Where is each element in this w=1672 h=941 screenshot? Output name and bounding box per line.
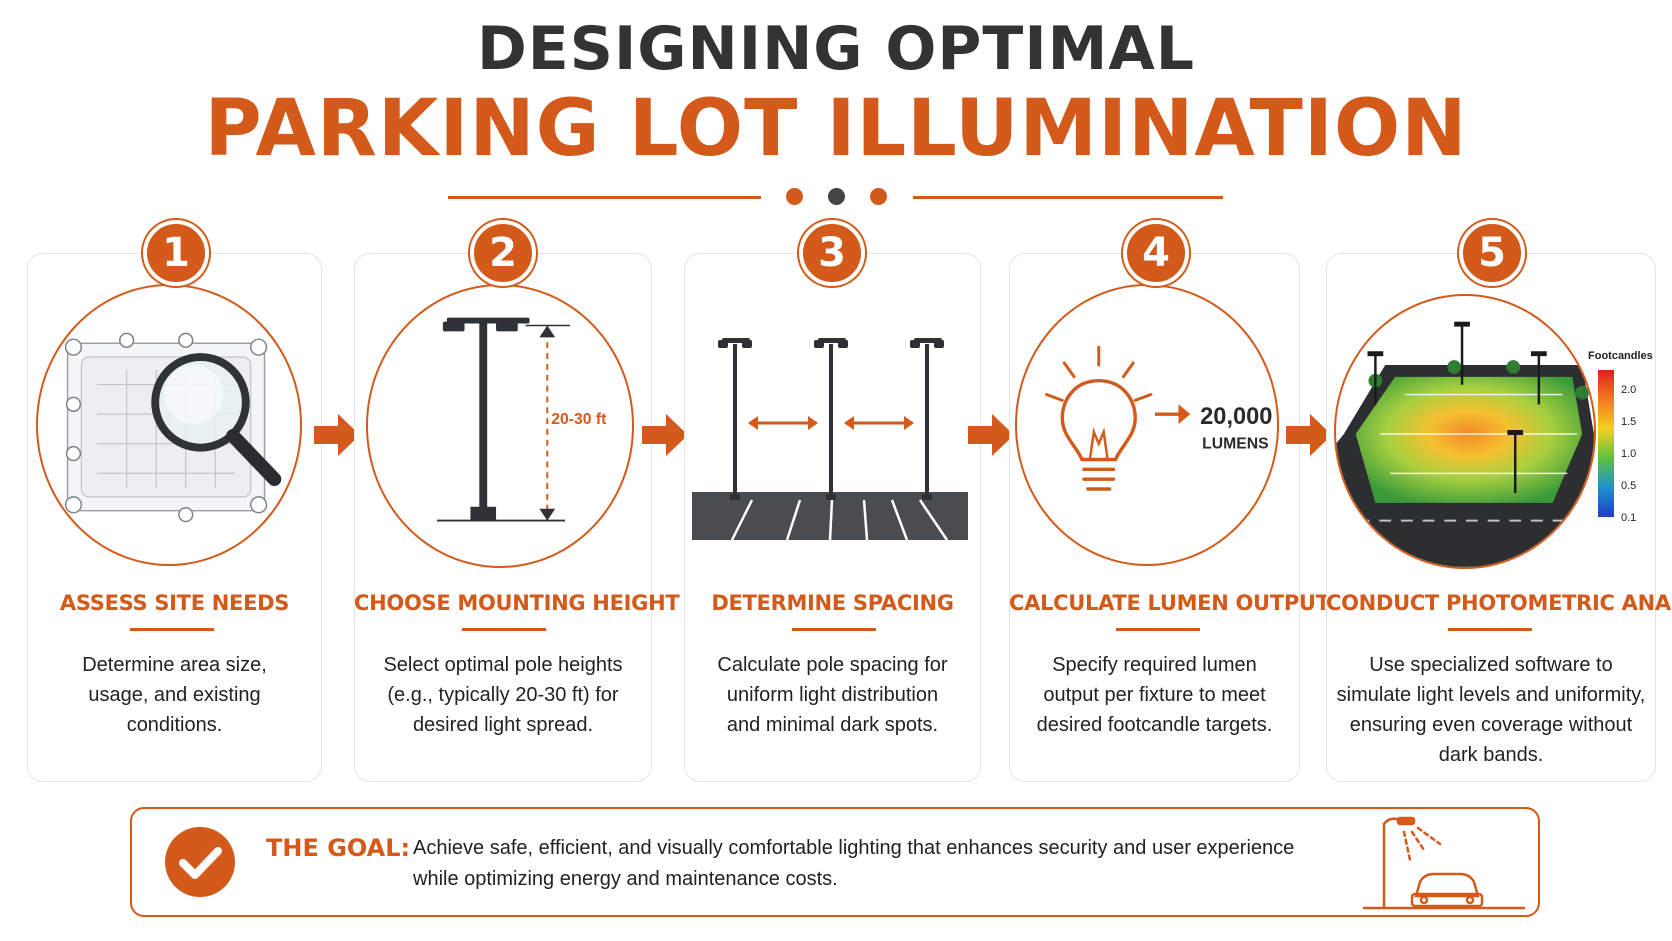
heatmap-lot-icon: [1336, 321, 1594, 567]
step-1-title-underline: [130, 628, 214, 631]
legend-tick: 1.5: [1621, 416, 1637, 428]
page-title-top: DESIGNING OPTIMAL: [476, 14, 1196, 84]
step-2-description-line: Select optimal pole heights: [383, 654, 623, 676]
step-1-number-badge: 1: [143, 220, 209, 286]
step-4-title-underline: [1116, 628, 1200, 631]
flow-arrow-icon: [314, 414, 360, 456]
legend-ticks: 2.0 1.5 1.0 0.5 0.1: [1621, 374, 1636, 534]
goal-text: Achieve safe, efficient, and visually co…: [413, 833, 1353, 895]
legend-tick: 0.1: [1621, 512, 1637, 524]
legend-tick: 1.0: [1621, 448, 1637, 460]
legend-tick: 0.5: [1621, 480, 1637, 492]
goal-box: [130, 807, 1540, 917]
pole-spacing-icon: [692, 338, 968, 541]
step-5-description-line: Use specialized software to: [1369, 654, 1613, 676]
goal-text-line: while optimizing energy and maintenance …: [413, 868, 838, 890]
goal-text-line: Achieve safe, efficient, and visually co…: [413, 837, 1295, 859]
page-title-main: PARKING LOT ILLUMINATION: [204, 84, 1468, 174]
step-4-title: CALCULATE LUMEN OUTPUT: [1009, 591, 1330, 615]
legend-title: Footcandles: [1588, 350, 1653, 362]
lumen-unit: LUMENS: [1202, 436, 1269, 453]
step-5-title: CONDUCT PHOTOMETRIC ANALYSIS: [1326, 591, 1672, 615]
step-1-description-line: Determine area size,: [82, 654, 267, 676]
step-5-description-line: simulate light levels and uniformity,: [1336, 684, 1646, 706]
step-1-description-line: usage, and existing: [88, 684, 261, 706]
step-2-description-line: desired light spread.: [412, 714, 594, 736]
step-3-description-line: Calculate pole spacing for: [717, 654, 948, 676]
footcandle-color-scale: [1598, 370, 1614, 517]
step-3-number-badge: 3: [799, 220, 865, 286]
step-1-description: Determine area size, usage, and existing…: [27, 650, 322, 740]
step-4-description-line: desired footcandle targets.: [1036, 714, 1273, 736]
title-divider-left: [448, 196, 761, 199]
step-4-illustration: 20,000 LUMENS: [1015, 284, 1279, 566]
step-2-title: CHOOSE MOUNTING HEIGHT: [354, 591, 680, 615]
step-5-title-underline: [1448, 628, 1532, 631]
step-3-description-line: uniform light distribution: [726, 684, 939, 706]
step-3-description: Calculate pole spacing for uniform light…: [684, 650, 981, 740]
checkmark-icon: [165, 827, 235, 897]
step-1-title: ASSESS SITE NEEDS: [59, 591, 290, 615]
lumen-value: 20,000: [1200, 404, 1272, 430]
step-2-description: Select optimal pole heights (e.g., typic…: [354, 650, 652, 740]
flow-arrow-icon: [1286, 414, 1332, 456]
legend-tick: 2.0: [1621, 384, 1637, 396]
divider-dot-3: [870, 188, 887, 205]
step-2-number-badge: 2: [470, 220, 536, 286]
title-divider-right: [913, 196, 1223, 199]
step-2-description-line: (e.g., typically 20-30 ft) for: [387, 684, 619, 706]
step-4-description: Specify required lumen output per fixtur…: [1009, 650, 1300, 740]
step-5-number-badge: 5: [1459, 220, 1525, 286]
streetlight-car-icon: [1362, 816, 1526, 910]
height-label: 20-30 ft: [551, 411, 607, 428]
goal-label: THE GOAL:: [266, 834, 411, 862]
step-2-title-underline: [462, 628, 546, 631]
flow-arrow-icon: [642, 414, 688, 456]
light-bulb-icon: 20,000 LUMENS: [1045, 345, 1272, 491]
divider-dot-2: [828, 188, 845, 205]
step-5-description-line: ensuring even coverage without: [1349, 714, 1633, 736]
step-3-description-line: and minimal dark spots.: [726, 714, 939, 736]
magnifier-site-plan-icon: [64, 332, 282, 523]
flow-arrow-icon: [968, 414, 1014, 456]
light-pole-icon: 20-30 ft: [436, 317, 613, 522]
step-1-description-line: conditions.: [126, 714, 223, 736]
step-3-title-underline: [792, 628, 876, 631]
step-1-illustration: [36, 284, 302, 566]
step-4-description-line: Specify required lumen: [1052, 654, 1257, 676]
divider-dot-1: [786, 188, 803, 205]
step-5-description: Use specialized software to simulate lig…: [1326, 650, 1656, 770]
step-4-number-badge: 4: [1123, 220, 1189, 286]
step-3-title: DETERMINE SPACING: [711, 591, 954, 615]
step-4-description-line: output per fixture to meet: [1043, 684, 1266, 706]
step-5-description-line: dark bands.: [1438, 744, 1544, 766]
step-5-illustration: [1334, 294, 1596, 569]
step-2-illustration: 20-30 ft: [366, 284, 634, 568]
